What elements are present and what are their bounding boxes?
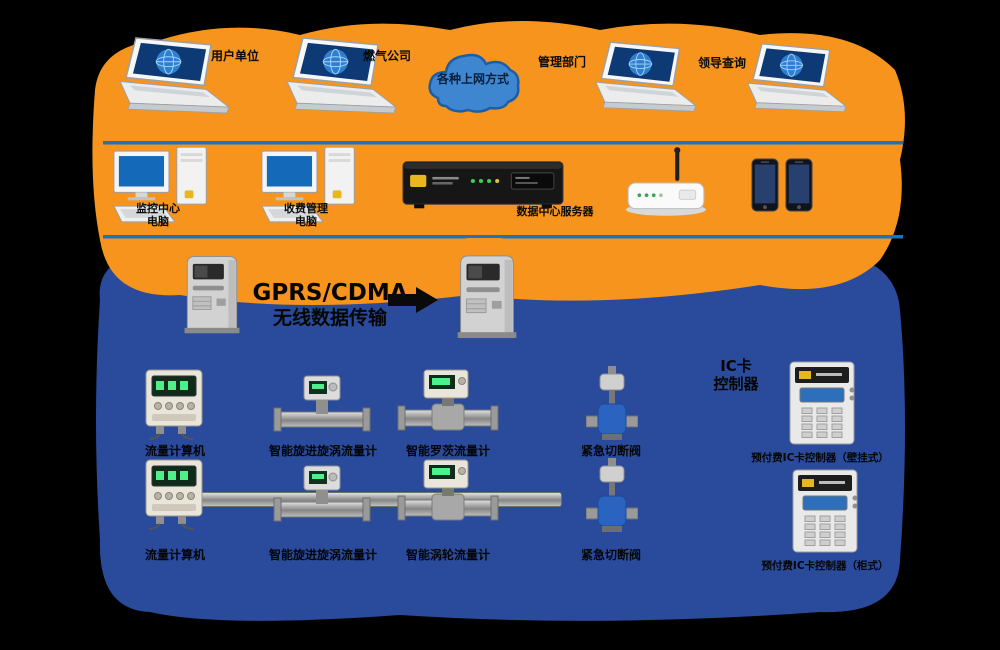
- row1-label-1: 流量计算机: [144, 444, 205, 458]
- flow-computer-device-1: [142, 368, 206, 440]
- right-arrow-icon: [388, 287, 438, 313]
- row1-label-3: 智能罗茨流量计: [405, 444, 490, 458]
- row2-label-3: 智能涡轮流量计: [405, 548, 490, 562]
- server-rack-device: [402, 156, 564, 210]
- ic-card-cabinet-device-2: [789, 468, 861, 556]
- wireless-title-line1: GPRS/CDMA: [252, 280, 408, 306]
- data-collector-device-2: [452, 252, 522, 340]
- vortex-flowmeter-device-1: [272, 372, 372, 438]
- laptop-device-3: [585, 40, 703, 118]
- wireless-title-line2: 无线数据传输: [272, 307, 387, 329]
- wireless-router-device: [622, 146, 710, 220]
- turbine-flowmeter-device-2: [396, 458, 500, 526]
- laptop-label-4: 领导查询: [697, 56, 746, 70]
- row2-label-1: 流量计算机: [144, 548, 205, 562]
- workstation-label-2: 收费管理电脑: [284, 202, 328, 229]
- row2-label-2: 智能旋进旋涡流量计: [268, 548, 377, 562]
- flow-computer-device-2: [142, 458, 206, 530]
- laptop-device-4: [737, 42, 853, 118]
- smartphone-device-1: [750, 158, 780, 212]
- shutoff-valve-device-2: [586, 456, 638, 538]
- cloud-label: 各种上网方式: [436, 72, 509, 86]
- orange-downlink-notch: [466, 238, 502, 260]
- workstation-label-1: 监控中心电脑: [136, 202, 180, 229]
- row1-label-2: 智能旋进旋涡流量计: [268, 444, 377, 458]
- row1-label-4: 紧急切断阀: [580, 444, 641, 458]
- network-line-lower: [103, 235, 903, 239]
- laptop-label-3: 管理部门: [537, 55, 586, 69]
- roots-flowmeter-device-1: [396, 368, 500, 436]
- server-label: 数据中心服务器: [516, 205, 594, 218]
- ic-card-heading-line1: IC卡: [720, 357, 752, 375]
- laptop-label-2: 燃气公司: [362, 49, 411, 63]
- laptop-label-1: 用户单位: [210, 49, 259, 63]
- ic-card-cabinet-device-1: [786, 360, 858, 448]
- ic-card-cabinet-caption-1: 预付费IC卡控制器（壁挂式）: [751, 452, 889, 464]
- data-collector-device-1: [180, 250, 244, 338]
- vortex-flowmeter-device-2: [272, 462, 372, 528]
- ic-card-cabinet-caption-2: 预付费IC卡控制器（柜式）: [761, 560, 889, 572]
- row2-label-4: 紧急切断阀: [580, 548, 641, 562]
- smartphone-device-2: [784, 158, 814, 212]
- shutoff-valve-device-1: [586, 364, 638, 446]
- network-line-upper: [103, 141, 903, 145]
- intranet-zone-blue: [96, 242, 905, 621]
- ic-card-heading-line2: 控制器: [713, 375, 759, 393]
